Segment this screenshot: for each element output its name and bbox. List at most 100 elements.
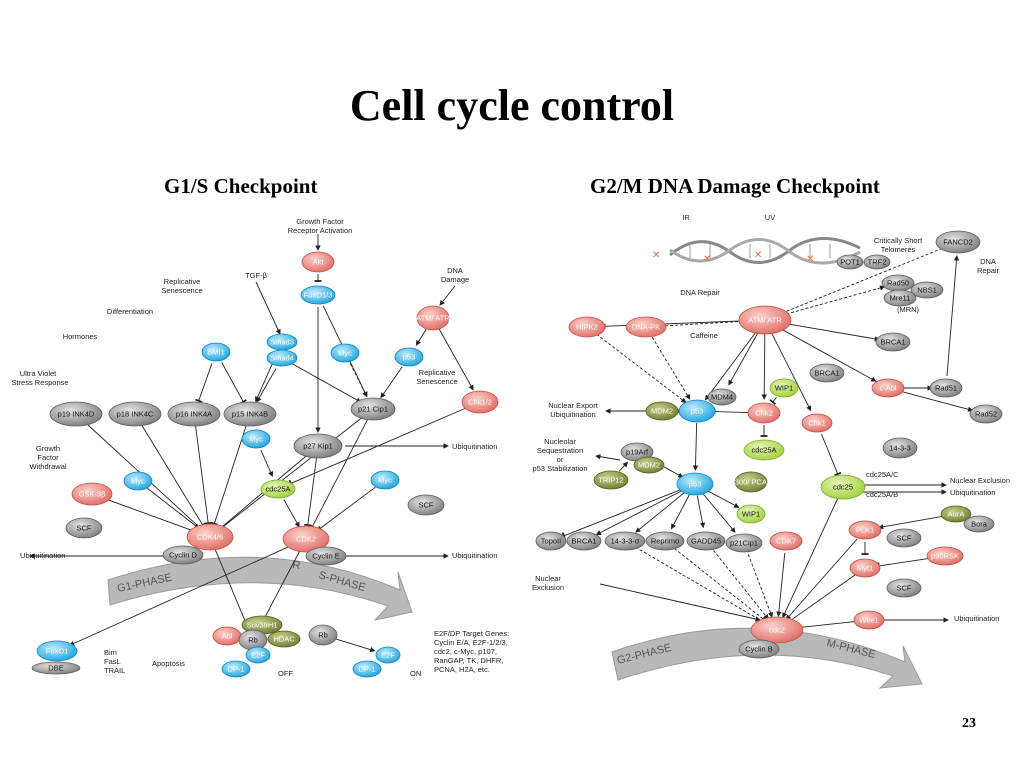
label-replicative: Replicative: [164, 277, 201, 286]
pathway-edge: [194, 363, 213, 403]
label-tgf-beta: TGF-β: [245, 271, 267, 280]
pathway-edge: [899, 390, 974, 412]
pathway-edge: [259, 549, 301, 629]
label-nuclear-export: Nuclear Export: [548, 401, 599, 410]
pathway-edge: [68, 543, 296, 646]
label-ultra-violet: Ultra Violet: [20, 369, 57, 378]
label-nuclear: Nuclear: [535, 574, 561, 583]
scf1-label: SCF: [77, 524, 92, 533]
p19ink4d-label: p19 INK4D: [58, 410, 95, 419]
dp1b-label: DP-1: [358, 665, 375, 674]
nbs1-label: NBS1: [917, 286, 937, 295]
wip1a-node: WIP1: [769, 378, 799, 398]
pathway-edge: [728, 330, 760, 386]
pathway-edge: [635, 546, 766, 624]
gadd45-label: GADD45: [691, 537, 721, 546]
label-differentiation: Differentiation: [107, 307, 153, 316]
dp1b-node: DP-1: [352, 660, 382, 678]
pathway-edge: [747, 554, 773, 618]
label-cdc25ab: cdc25A/B: [866, 490, 898, 499]
pathway-edge: [195, 425, 212, 525]
p21cip1-node: p21 Cip1: [350, 397, 396, 421]
myc2-node: Myc: [241, 429, 271, 449]
chk1-label: Chk1: [808, 419, 826, 428]
cdk7-node: CDK7: [769, 531, 803, 551]
scf2-label: SCF: [897, 584, 912, 593]
slide-title: Cell cycle control: [349, 81, 675, 130]
p53-node: p53: [394, 347, 424, 367]
aura-node: AurA: [940, 505, 972, 523]
g2m-labels: IR UV Critically Short Telomeres DNA Rep…: [532, 213, 1010, 623]
label-senescence: Senescence: [161, 286, 202, 295]
label-ubiquitination-3: Ubiquitination: [452, 551, 497, 560]
wee1-label: Wee1: [859, 616, 878, 625]
p21cip1-label: p21 Cip1: [358, 405, 388, 414]
brca1b-node: BRCA1: [566, 531, 602, 551]
dnapk-node: DNA-PK: [625, 316, 667, 338]
mdm2a-label: MDM2: [651, 407, 673, 416]
pathway-edge: [599, 583, 761, 622]
label-or: or: [557, 455, 564, 464]
dnapk-label: DNA-PK: [632, 323, 660, 332]
cdk46-node: CDK4/6: [186, 523, 234, 551]
rad51-node: Rad51: [929, 378, 963, 398]
label-factor: Factor: [37, 453, 59, 462]
atm-atr-node: ATM/ ATR: [416, 305, 450, 331]
pathway-edge: [334, 638, 376, 653]
hipk2-label: HIPK2: [576, 323, 598, 332]
dbe-node: DBE: [31, 661, 81, 675]
g1s-phase-arrow: G1-PHASE R S-PHASE: [107, 556, 413, 621]
trip12-label: TRIP12: [598, 476, 623, 485]
bmi1-node: BMI1: [201, 342, 231, 362]
smad4-label: Smad4: [270, 354, 294, 363]
label-uv: UV: [765, 213, 775, 222]
dp1a-node: DP-1: [221, 660, 251, 678]
pathway-edge: [103, 497, 199, 536]
pathway-edge: [761, 331, 767, 400]
label-nucleolar: Nucleolar: [544, 437, 576, 446]
pathway-edge: [214, 547, 249, 628]
pathway-edge: [595, 489, 685, 536]
mdm2b-node: MDM2: [633, 456, 665, 474]
wip1b-node: WIP1: [736, 504, 766, 524]
pathway-edge: [696, 495, 706, 529]
label-caffeine: Caffeine: [690, 331, 718, 340]
fancd2-node: FANCD2: [935, 230, 981, 254]
label-bim: Bim: [104, 648, 117, 657]
foxo1-node: FoxO1: [36, 640, 78, 662]
p300-label: p300/ PCAF: [731, 478, 772, 487]
foxo13-node: FoxO1/3: [300, 285, 336, 305]
pathway-edge: [785, 538, 858, 621]
rb2-node: Rb: [308, 624, 338, 646]
scf1-node: SCF: [886, 528, 922, 548]
label-replicative-2: Replicative: [419, 368, 456, 377]
trip12-node: TRIP12: [593, 470, 629, 490]
g1s-labels: Growth Factor Receptor Activation TGF-β …: [11, 217, 509, 678]
smad3-node: Smad3: [266, 333, 298, 351]
brca1b-label: BRCA1: [571, 537, 596, 546]
pathway-edge: [210, 425, 247, 526]
gsk3b-label: GSK-3β: [79, 490, 107, 499]
label-on: ON: [410, 669, 421, 678]
pathway-edge: [256, 368, 277, 403]
cdc25a-node: cdc25A: [743, 439, 785, 461]
pathway-edges: [29, 234, 974, 653]
brca1b-label: BRCA1: [814, 369, 839, 378]
n1433-node: 14-3-3: [882, 437, 918, 459]
label-target-genes-1: E2F/DP Target Genes:: [434, 629, 509, 638]
pathway-edge: [349, 363, 368, 398]
label-nuclear-export-ubiquitination: Ubiquitination: [550, 410, 595, 419]
pathway-edge: [710, 408, 753, 415]
pathway-edge: [785, 574, 856, 626]
label-dna: DNA: [447, 266, 463, 275]
brca1a-label: BRCA1: [880, 338, 905, 347]
cdc25a-label: cdc25A: [265, 485, 290, 494]
p16ink4a-label: p16 INK4A: [176, 410, 212, 419]
bora-node: Bora: [963, 515, 995, 533]
p53a-node: p53: [678, 399, 716, 423]
pathway-edge: [635, 491, 686, 533]
label-receptor-activation: Receptor Activation: [288, 226, 353, 235]
p53b-label: p53: [689, 480, 702, 489]
dna-helix-icon: ✕ ✕ ✕ ✕: [652, 237, 861, 265]
